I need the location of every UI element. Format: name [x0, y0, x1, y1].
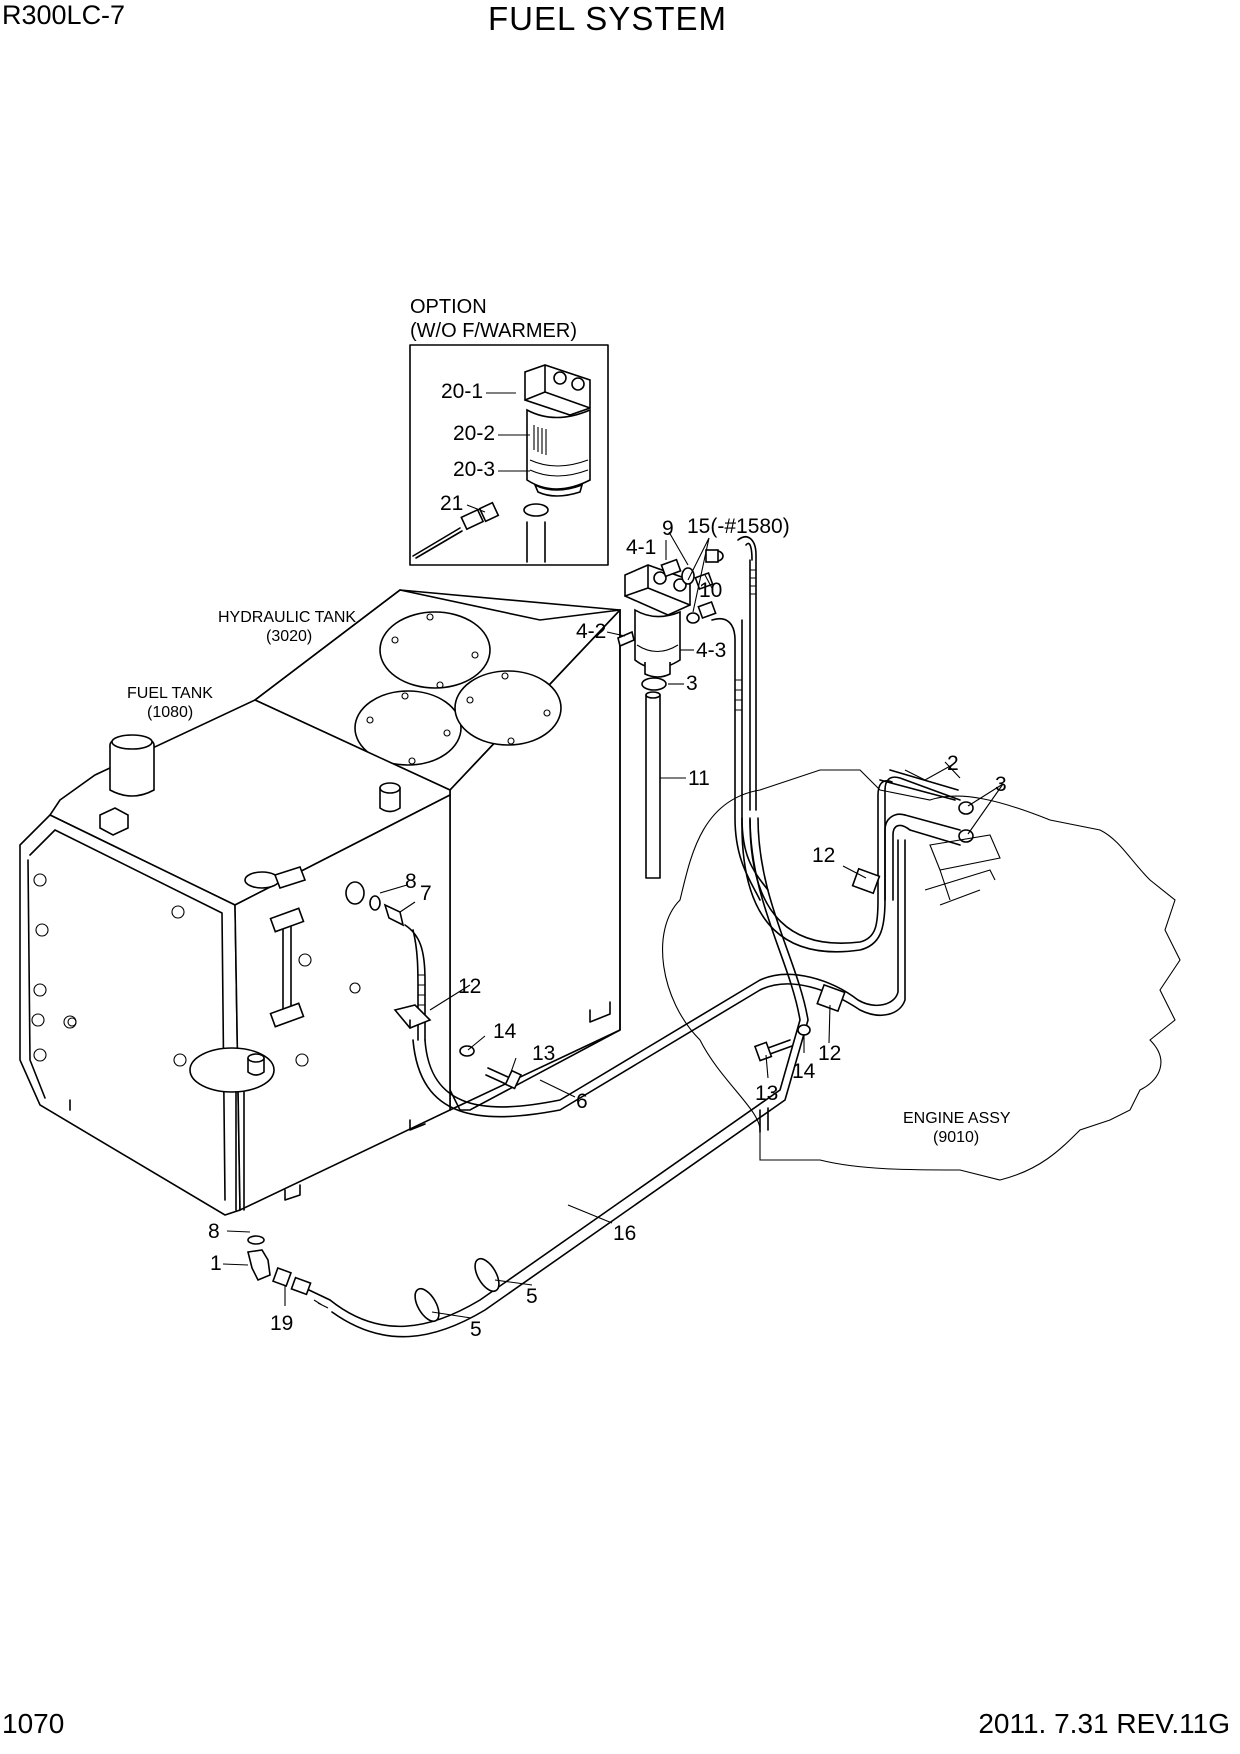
clamp-5a	[474, 1257, 500, 1293]
fuel-tank	[19, 699, 451, 1216]
fuel-filter-icon	[617, 564, 691, 691]
callout-11: 11	[688, 767, 710, 790]
nut-3-lower	[958, 829, 974, 843]
callout-12-engine: 12	[818, 1042, 841, 1065]
revision-date: 2011. 7.31 REV.11G	[978, 1708, 1230, 1739]
callout-12-tank: 12	[458, 975, 481, 998]
callout-20-2: 20-2	[453, 422, 495, 445]
callout-10: 10	[699, 579, 722, 602]
callout-20-3: 20-3	[453, 458, 495, 481]
callout-8-drain: 8	[208, 1220, 220, 1243]
callout-4-2: 4-2	[576, 620, 606, 643]
callout-13-tank: 13	[532, 1042, 555, 1065]
fuel-tank-ref: (1080)	[147, 704, 193, 721]
leader-lines	[222, 531, 1004, 1319]
pipe-11	[645, 694, 661, 879]
callout-6: 6	[576, 1090, 588, 1113]
option-box: OPTION (W/O F/WARMER)	[409, 296, 609, 566]
callout-14-engine: 14	[792, 1060, 816, 1083]
engine-outline	[662, 769, 1181, 1181]
callout-15: 15(-#1580)	[687, 515, 790, 538]
callout-2: 2	[947, 752, 959, 775]
callout-3-filter: 3	[686, 672, 698, 695]
washer-14-engine	[797, 1024, 811, 1036]
option-fuel-filter-icon	[524, 364, 591, 497]
clamp-12-mid	[816, 983, 846, 1013]
callout-1: 1	[210, 1252, 222, 1275]
water-sensor-icon	[412, 501, 500, 559]
model-number: R300LC-7	[2, 0, 126, 30]
callout-4-1: 4-1	[626, 536, 656, 559]
callout-7: 7	[420, 882, 432, 905]
callout-16: 16	[613, 1222, 636, 1245]
elbow-fittings	[247, 1235, 331, 1301]
engine-ref: (9010)	[933, 1129, 979, 1146]
engine-label: ENGINE ASSY	[903, 1110, 1011, 1127]
option-label: OPTION	[410, 296, 487, 318]
bolt-13-tank	[485, 1067, 522, 1090]
page-title: FUEL SYSTEM	[488, 0, 727, 37]
callout-20-1: 20-1	[441, 380, 483, 403]
callout-8-tank: 8	[405, 870, 417, 893]
option-clamp	[523, 503, 549, 517]
callout-4-3: 4-3	[696, 639, 726, 662]
callout-19: 19	[270, 1312, 293, 1335]
clamp-12-tank	[393, 1004, 432, 1029]
callout-12-top: 12	[812, 844, 835, 867]
clamp-5b	[414, 1287, 440, 1323]
option-sublabel: (W/O F/WARMER)	[410, 320, 577, 342]
hydraulic-tank-ref: (3020)	[266, 628, 312, 645]
filter-fittings	[660, 549, 724, 624]
bolt-13-engine	[753, 1039, 793, 1062]
callout-21: 21	[440, 492, 463, 515]
option-frame	[409, 344, 609, 566]
clamp-12-top	[851, 867, 881, 895]
callout-5-lower: 5	[470, 1318, 482, 1341]
option-pipe	[526, 521, 546, 563]
callout-3-engine: 3	[995, 773, 1007, 796]
page-number: 1070	[2, 1708, 65, 1739]
hydraulic-tank-label: HYDRAULIC TANK	[218, 609, 356, 626]
callout-9: 9	[662, 517, 674, 540]
callout-14-tank: 14	[493, 1020, 517, 1043]
callout-5-upper: 5	[526, 1285, 538, 1308]
fuel-tank-label: FUEL TANK	[127, 685, 213, 702]
callout-13-engine: 13	[755, 1082, 778, 1105]
fuel-hoses	[313, 536, 961, 1338]
